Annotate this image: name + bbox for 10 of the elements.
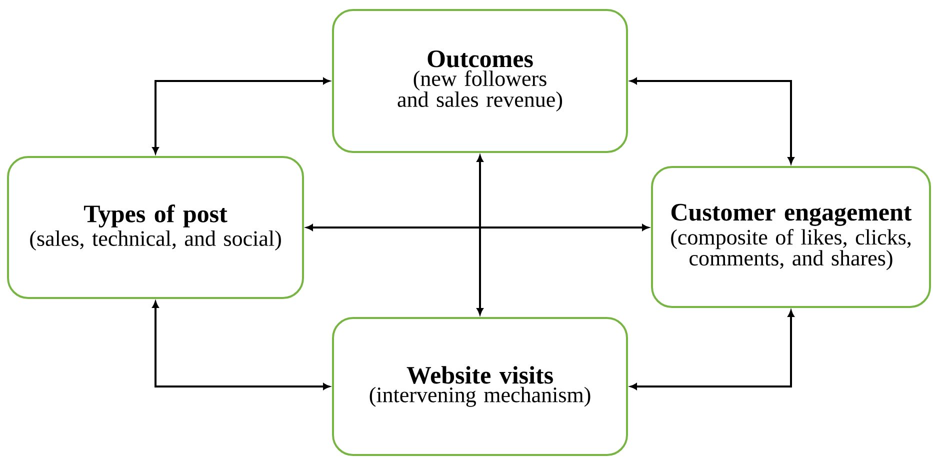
arrow [630, 310, 794, 390]
arrow [476, 155, 484, 315]
arrow [630, 78, 794, 164]
arrow [152, 78, 330, 154]
rounded-box: Outcomes (new followers and sales revenue) [332, 9, 628, 153]
arrow [152, 301, 330, 390]
rounded-box: Types of post (sales, technical, and social) [7, 156, 304, 299]
rounded-box: Customer engagement (composite of likes, clicks, comments, and shares) [651, 166, 931, 308]
rounded-box: Website visits (intervening mechanism) [332, 317, 628, 456]
arrow [306, 224, 649, 231]
